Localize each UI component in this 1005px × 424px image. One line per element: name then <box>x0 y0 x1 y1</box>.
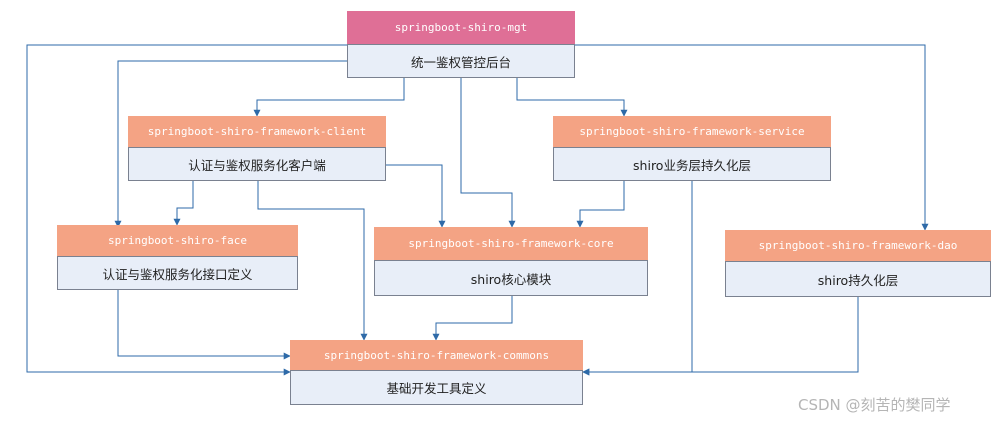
node-title: springboot-shiro-face <box>57 225 298 256</box>
edge-dao-commons <box>582 297 859 376</box>
node-description: 统一鉴权管控后台 <box>347 44 575 78</box>
edge-face-commons <box>117 290 291 360</box>
edge-client-commons <box>257 180 368 341</box>
watermark: CSDN @刻苦的樊同学 <box>798 396 951 414</box>
node-springboot-shiro-framework-commons: springboot-shiro-framework-commons 基础开发工… <box>290 340 583 405</box>
node-springboot-shiro-face: springboot-shiro-face 认证与鉴权服务化接口定义 <box>57 225 298 290</box>
node-description: shiro持久化层 <box>725 261 991 297</box>
edge-mgt-core <box>460 78 516 228</box>
node-springboot-shiro-framework-client: springboot-shiro-framework-client 认证与鉴权服… <box>128 116 386 181</box>
edge-service-core <box>576 180 625 228</box>
node-springboot-shiro-framework-core: springboot-shiro-framework-core shiro核心模… <box>374 227 648 296</box>
edge-mgt-face <box>114 60 347 228</box>
node-description: 基础开发工具定义 <box>290 370 583 405</box>
node-title: springboot-shiro-framework-client <box>128 116 386 147</box>
node-description: 认证与鉴权服务化接口定义 <box>57 256 298 290</box>
node-description: 认证与鉴权服务化客户端 <box>128 147 386 181</box>
edge-mgt-dao <box>575 44 929 231</box>
node-description: shiro核心模块 <box>374 260 648 296</box>
edge-core-commons <box>432 296 513 341</box>
edge-mgt-service <box>516 78 628 117</box>
node-description: shiro业务层持久化层 <box>553 147 831 181</box>
edge-mgt-commons <box>26 44 347 376</box>
node-title: springboot-shiro-framework-core <box>374 227 648 260</box>
node-title: springboot-shiro-mgt <box>347 11 575 44</box>
node-springboot-shiro-framework-service: springboot-shiro-framework-service shiro… <box>553 116 831 181</box>
node-title: springboot-shiro-framework-dao <box>725 230 991 261</box>
edge-client-core <box>386 164 446 228</box>
node-springboot-shiro-mgt: springboot-shiro-mgt 统一鉴权管控后台 <box>347 11 575 78</box>
edge-client-face <box>173 180 194 226</box>
node-title: springboot-shiro-framework-service <box>553 116 831 147</box>
edge-mgt-client <box>253 78 405 117</box>
node-title: springboot-shiro-framework-commons <box>290 340 583 370</box>
node-springboot-shiro-framework-dao: springboot-shiro-framework-dao shiro持久化层 <box>725 230 991 297</box>
